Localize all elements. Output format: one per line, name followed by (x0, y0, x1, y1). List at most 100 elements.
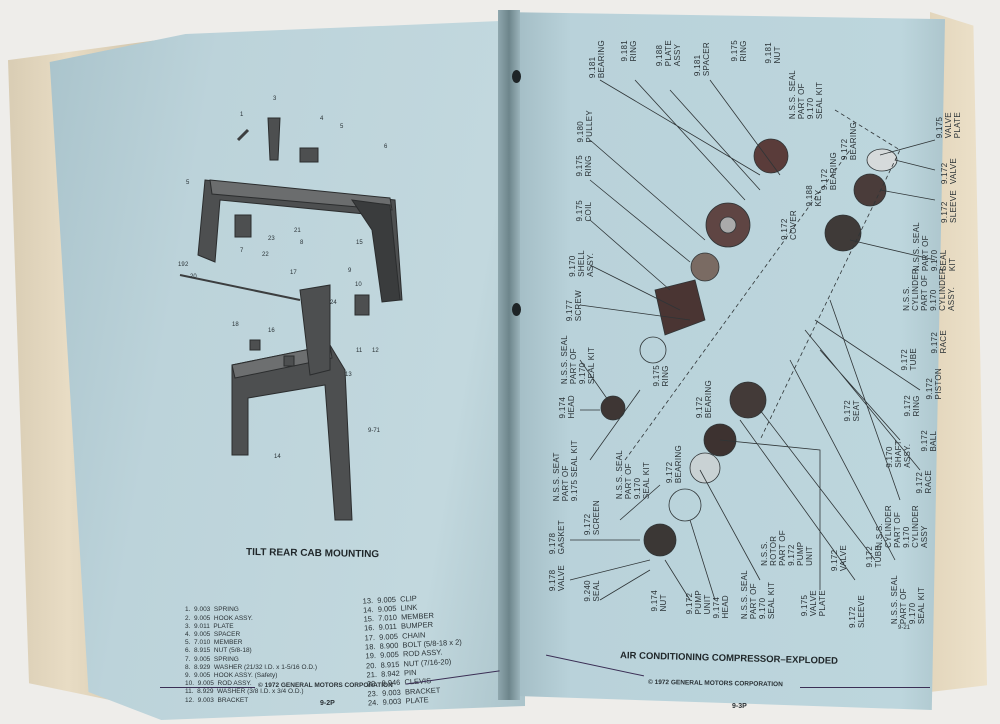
book-spine (498, 10, 520, 700)
part-label: N.S.S. SEAL PART OF 9.170 SEAL KIT (740, 570, 776, 620)
right-page-number: 9-3P (732, 703, 747, 710)
callout-number: 7 (240, 248, 244, 254)
parts-list-item: 11. 8.929 WASHER (3/8 I.D. x 3/4 O.D.) (185, 688, 304, 696)
callout-number: 14 (274, 454, 281, 460)
part-label: 9.175 COIL (575, 200, 593, 222)
part-label: 9.172 BALL (920, 430, 938, 452)
part-label: N.S.S. SEAL PART OF 9.170 SEAL KIT (560, 335, 596, 385)
parts-list-item: 5. 7.010 MEMBER (185, 639, 243, 647)
callout-number: 16 (268, 328, 275, 334)
callout-number: 3 (273, 96, 277, 102)
part-label: 9.172 BEARING (840, 122, 858, 161)
part-label: 9.172 RING (903, 395, 921, 417)
part-label: 9.178 VALVE (548, 565, 566, 592)
part-label: 9.174 NUT (650, 590, 668, 612)
part-label: N.S.S. ROTOR PART OF 9.172 PUMP UNIT (760, 530, 814, 566)
part-label: 9.188 KEY (805, 185, 823, 207)
callout-number: 23 (268, 236, 275, 242)
part-label: 9.172 RACE (930, 330, 948, 354)
part-label: N.S.S. SEAL PART OF 9.170 SEAL KIT (788, 70, 824, 120)
binder-hole (512, 303, 521, 316)
part-label: 9.172 TUBE (900, 348, 918, 371)
part-label: 9.188 PLATE ASSY (655, 40, 682, 67)
callout-number: 19 (178, 262, 185, 268)
callout-number: 22 (262, 252, 269, 258)
parts-list-item: 4. 9.005 SPACER (185, 631, 241, 639)
parts-list-item: 6. 8.915 NUT (5/8-18) (185, 647, 252, 655)
parts-list-item: 9. 9.005 HOOK ASSY. (Safety) (185, 672, 278, 680)
callout-number: 21 (294, 228, 301, 234)
figure-id: 9-71 (368, 428, 381, 434)
part-label: 9.175 VALVE PLATE (935, 112, 962, 139)
part-label: 9.172 SLEEVE (848, 595, 866, 628)
part-label: 9.174 HEAD (558, 395, 576, 419)
left-copyright: © 1972 GENERAL MOTORS CORPORATION (258, 682, 393, 689)
part-label: 9.170 SHELL ASSY. (568, 250, 595, 277)
part-label: 9.172 PISTON (925, 368, 943, 400)
binder-hole (512, 70, 521, 83)
part-label: 9.181 SPACER (693, 42, 711, 77)
part-label: 9.181 RING (620, 40, 638, 62)
part-label: N.S.S. SEAL PART OF 9.170 SEAL KIT (890, 575, 926, 625)
callout-number: 10 (355, 282, 362, 288)
compressor-illustration (569, 79, 936, 601)
part-label: 9.240 SEAL (583, 580, 601, 602)
part-label: 9.172 BEARING (665, 445, 683, 484)
part-label: 9.180 PULLEY (576, 110, 594, 143)
part-label: 9.181 BEARING (588, 40, 606, 79)
part-label: 9.177 SCREW (565, 290, 583, 322)
part-label: 9.172 PUMP UNIT (685, 590, 712, 615)
parts-list-item: 3. 9.011 PLATE (185, 622, 234, 630)
part-label: 9.175 RING (730, 40, 748, 62)
callout-number: 2 (185, 262, 189, 268)
part-label: N.S.S. CYLINDER PART OF 9.170 CYLINDER A… (902, 268, 956, 311)
part-label: 9.172 VALVE (940, 158, 958, 185)
callout-number: 15 (356, 240, 363, 246)
callout-number: 12 (372, 348, 379, 354)
part-label: 9.172 SEAT (843, 400, 861, 422)
figure-id: 9-21 (898, 625, 911, 631)
part-label: 9.172 VALVE (830, 545, 848, 572)
part-label: N.S.S. SEAL PART OF 9.170 SEAL KIT (912, 222, 957, 272)
part-label: 9.175 RING (575, 155, 593, 177)
callout-number: 18 (232, 322, 239, 328)
part-label: N.S.S. CYLINDER PART OF 9.170 CYLINDER A… (875, 505, 929, 548)
callout-number: 9 (348, 268, 352, 274)
part-label: 9.172 RACE (915, 470, 933, 494)
right-page (505, 12, 945, 710)
part-label: 9.170 SHAFT ASSY. (885, 440, 912, 468)
part-label: 9.172 SLEEVE (940, 190, 958, 223)
callout-number: 6 (384, 144, 388, 150)
part-label: 9.172 SCREEN (583, 500, 601, 536)
callout-number: 13 (345, 372, 352, 378)
part-label: 9.172 TUBE (865, 545, 883, 568)
callout-number: 17 (290, 270, 297, 276)
part-label: 9.178 GASKET (548, 520, 566, 555)
left-page-number: 9-2P (320, 700, 335, 707)
part-label: 9.172 COVER (780, 210, 798, 240)
part-label: 9.175 RING (652, 365, 670, 387)
parts-list-item: 2. 9.005 HOOK ASSY. (185, 614, 253, 622)
footer-rule (800, 687, 930, 688)
parts-list-item: 10. 9.005 ROD ASSY. (185, 680, 252, 688)
callout-number: 1 (240, 112, 244, 118)
parts-list-item: 1. 9.003 SPRING (185, 606, 239, 614)
callout-number: 5 (340, 124, 344, 130)
parts-list-item: 12. 9.003 BRACKET (185, 696, 249, 704)
parts-list-item: 7. 9.005 SPRING (185, 655, 239, 663)
callout-number: 20 (190, 274, 197, 280)
callout-number: 24 (330, 300, 337, 306)
callout-number: 11 (356, 348, 363, 354)
callout-number: 8 (300, 240, 304, 246)
part-label: 9.181 NUT (764, 42, 782, 64)
cab-mounting-illustration (179, 117, 403, 521)
part-label: 9.175 VALVE PLATE (800, 590, 827, 617)
callout-number: 5 (186, 180, 190, 186)
part-label: 9.172 BEARING (695, 380, 713, 419)
footer-rule (160, 687, 255, 688)
part-label: 9.174 HEAD (712, 595, 730, 619)
part-label: N.S.S. SEAT PART OF 9.175 SEAL KIT (552, 440, 579, 502)
